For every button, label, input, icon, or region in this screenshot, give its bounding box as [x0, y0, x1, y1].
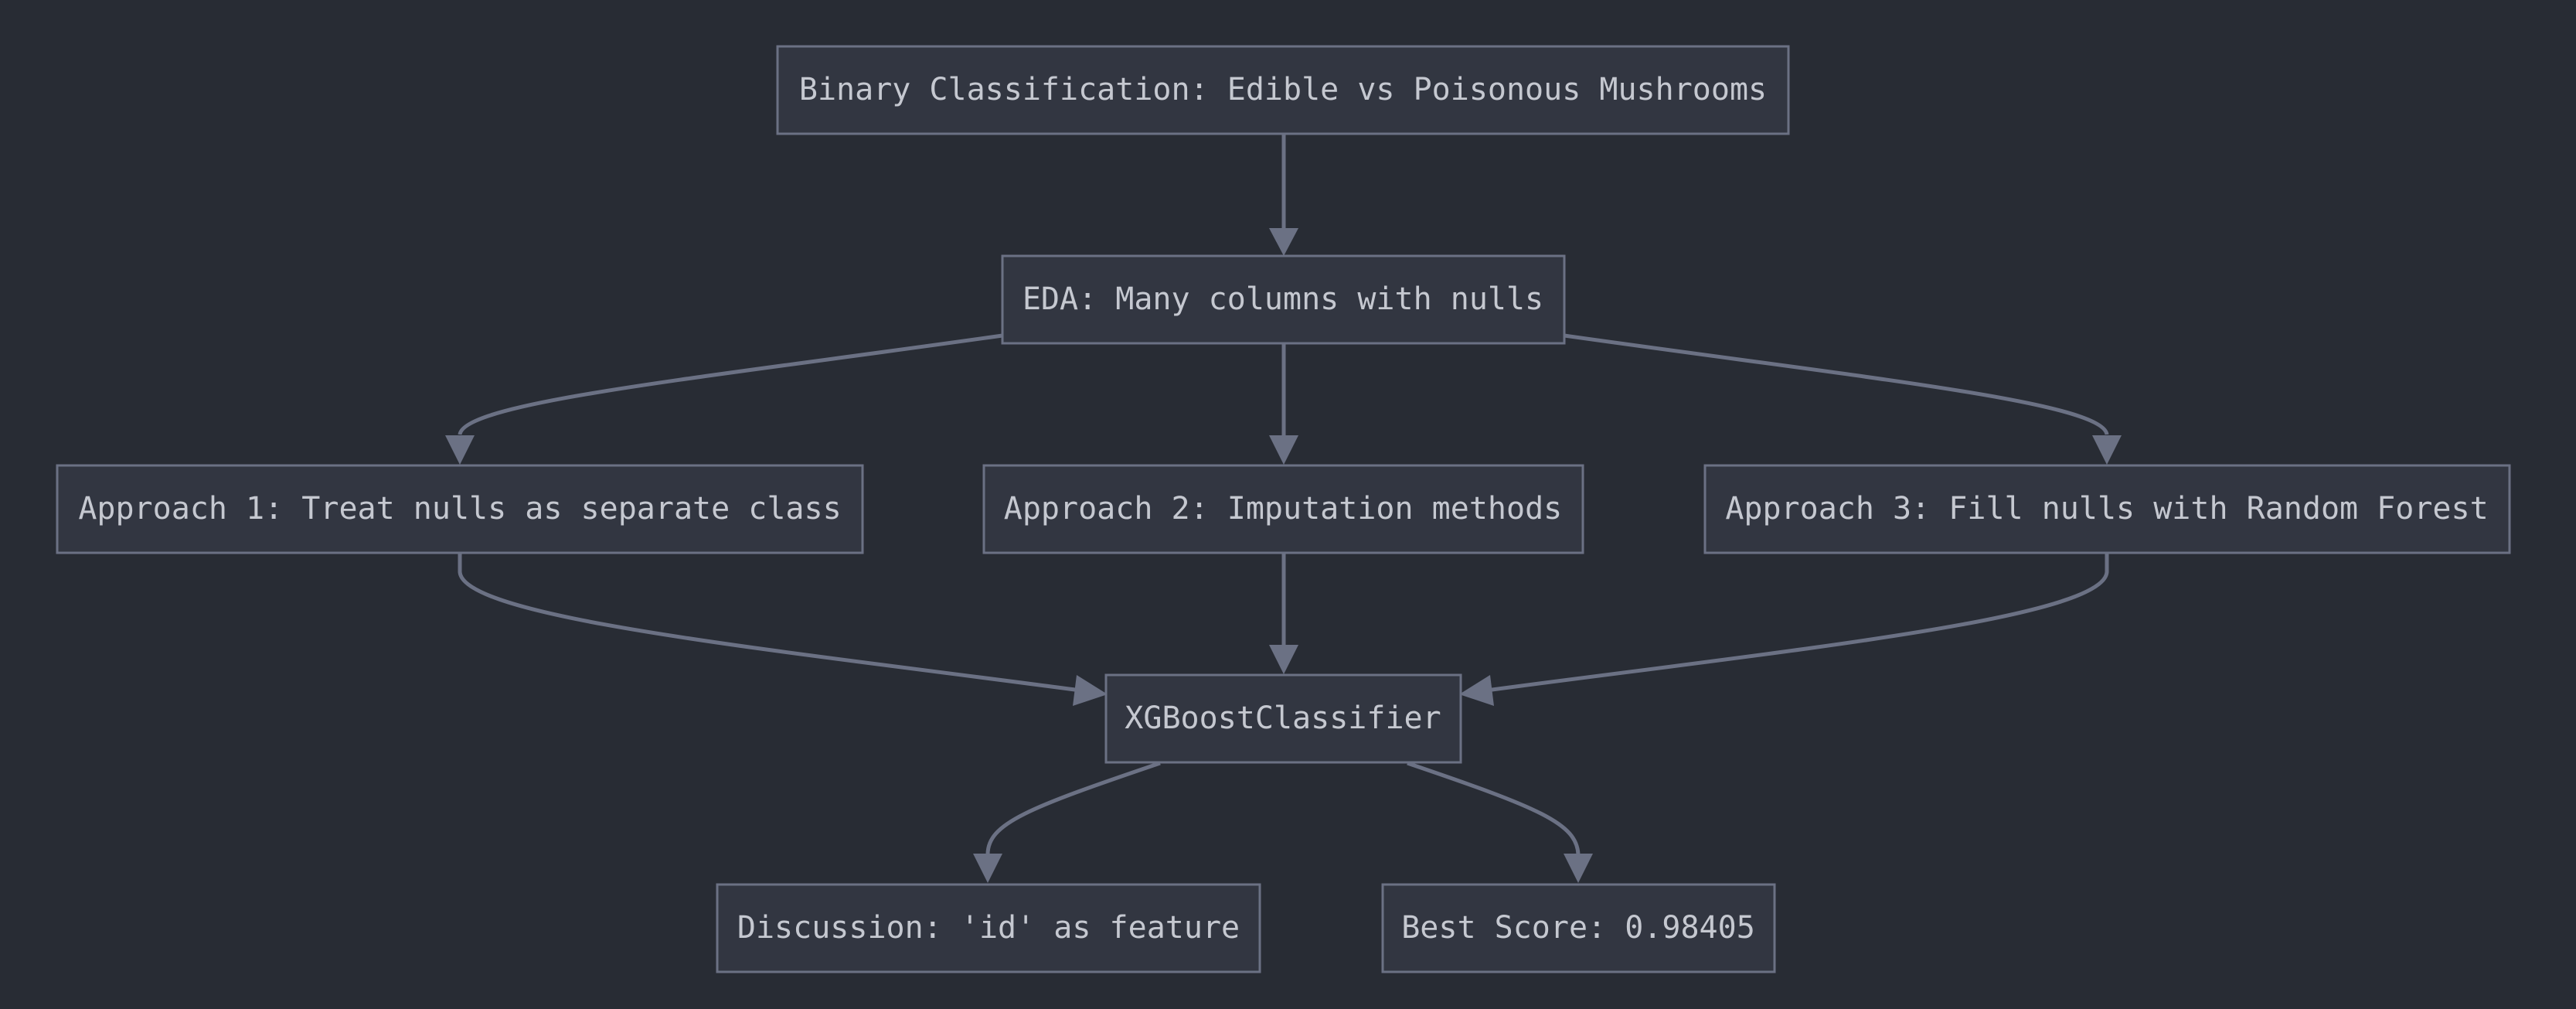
node-eda-box	[1001, 254, 1566, 345]
node-approach3-box	[1703, 464, 2511, 554]
arrowhead-discussion-from-xgb	[973, 854, 1002, 883]
node-approach1: Approach 1: Treat nulls as separate clas…	[56, 464, 864, 554]
node-best-box	[1381, 883, 1776, 973]
node-discussion-box	[716, 883, 1261, 973]
node-approach2: Approach 2: Imputation methods	[982, 464, 1584, 554]
node-xgb-box	[1104, 673, 1462, 764]
arrowhead-best-from-xgb	[1564, 854, 1593, 883]
arrowhead-approach2-from-eda	[1269, 435, 1298, 465]
arrowhead-approach1-from-eda	[445, 435, 475, 465]
node-approach2-box	[982, 464, 1584, 554]
node-xgb-label: XGBoostClassifier	[1125, 701, 1441, 736]
edge-xgb-to-best	[1407, 761, 1581, 855]
node-root-label: Binary Classification: Edible vs Poisono…	[799, 72, 1767, 107]
node-best-label: Best Score: 0.98405	[1401, 910, 1755, 946]
node-discussion-label: Discussion: 'id' as feature	[737, 910, 1240, 946]
arrowhead-approach3-from-eda	[2092, 435, 2122, 465]
edge-approach3-to-xgb	[1485, 554, 2109, 693]
edge-xgb-to-discussion	[985, 761, 1161, 855]
node-discussion: Discussion: 'id' as feature	[716, 883, 1261, 973]
edge-approach1-to-xgb	[458, 554, 1081, 693]
edge-eda-to-approach3	[1564, 333, 2109, 435]
node-approach3-label: Approach 3: Fill nulls with Random Fores…	[1725, 491, 2488, 527]
node-approach2-label: Approach 2: Imputation methods	[1004, 491, 1562, 527]
node-approach1-label: Approach 1: Treat nulls as separate clas…	[78, 491, 841, 527]
arrowhead-xgb-from-approach1	[1073, 675, 1108, 706]
node-root-box	[776, 45, 1790, 135]
node-eda: EDA: Many columns with nulls	[1001, 254, 1566, 345]
node-approach1-box	[56, 464, 864, 554]
node-eda-label: EDA: Many columns with nulls	[1023, 281, 1543, 317]
node-approach3: Approach 3: Fill nulls with Random Fores…	[1703, 464, 2511, 554]
edge-eda-to-approach1	[458, 333, 1003, 435]
node-xgb: XGBoostClassifier	[1104, 673, 1462, 764]
arrowhead-eda-from-root	[1269, 228, 1298, 256]
node-root: Binary Classification: Edible vs Poisono…	[776, 45, 1790, 135]
node-best: Best Score: 0.98405	[1381, 883, 1776, 973]
arrowhead-xgb-from-approach3	[1459, 675, 1494, 706]
edges	[445, 135, 2122, 883]
arrowhead-xgb-from-approach2	[1269, 645, 1298, 674]
